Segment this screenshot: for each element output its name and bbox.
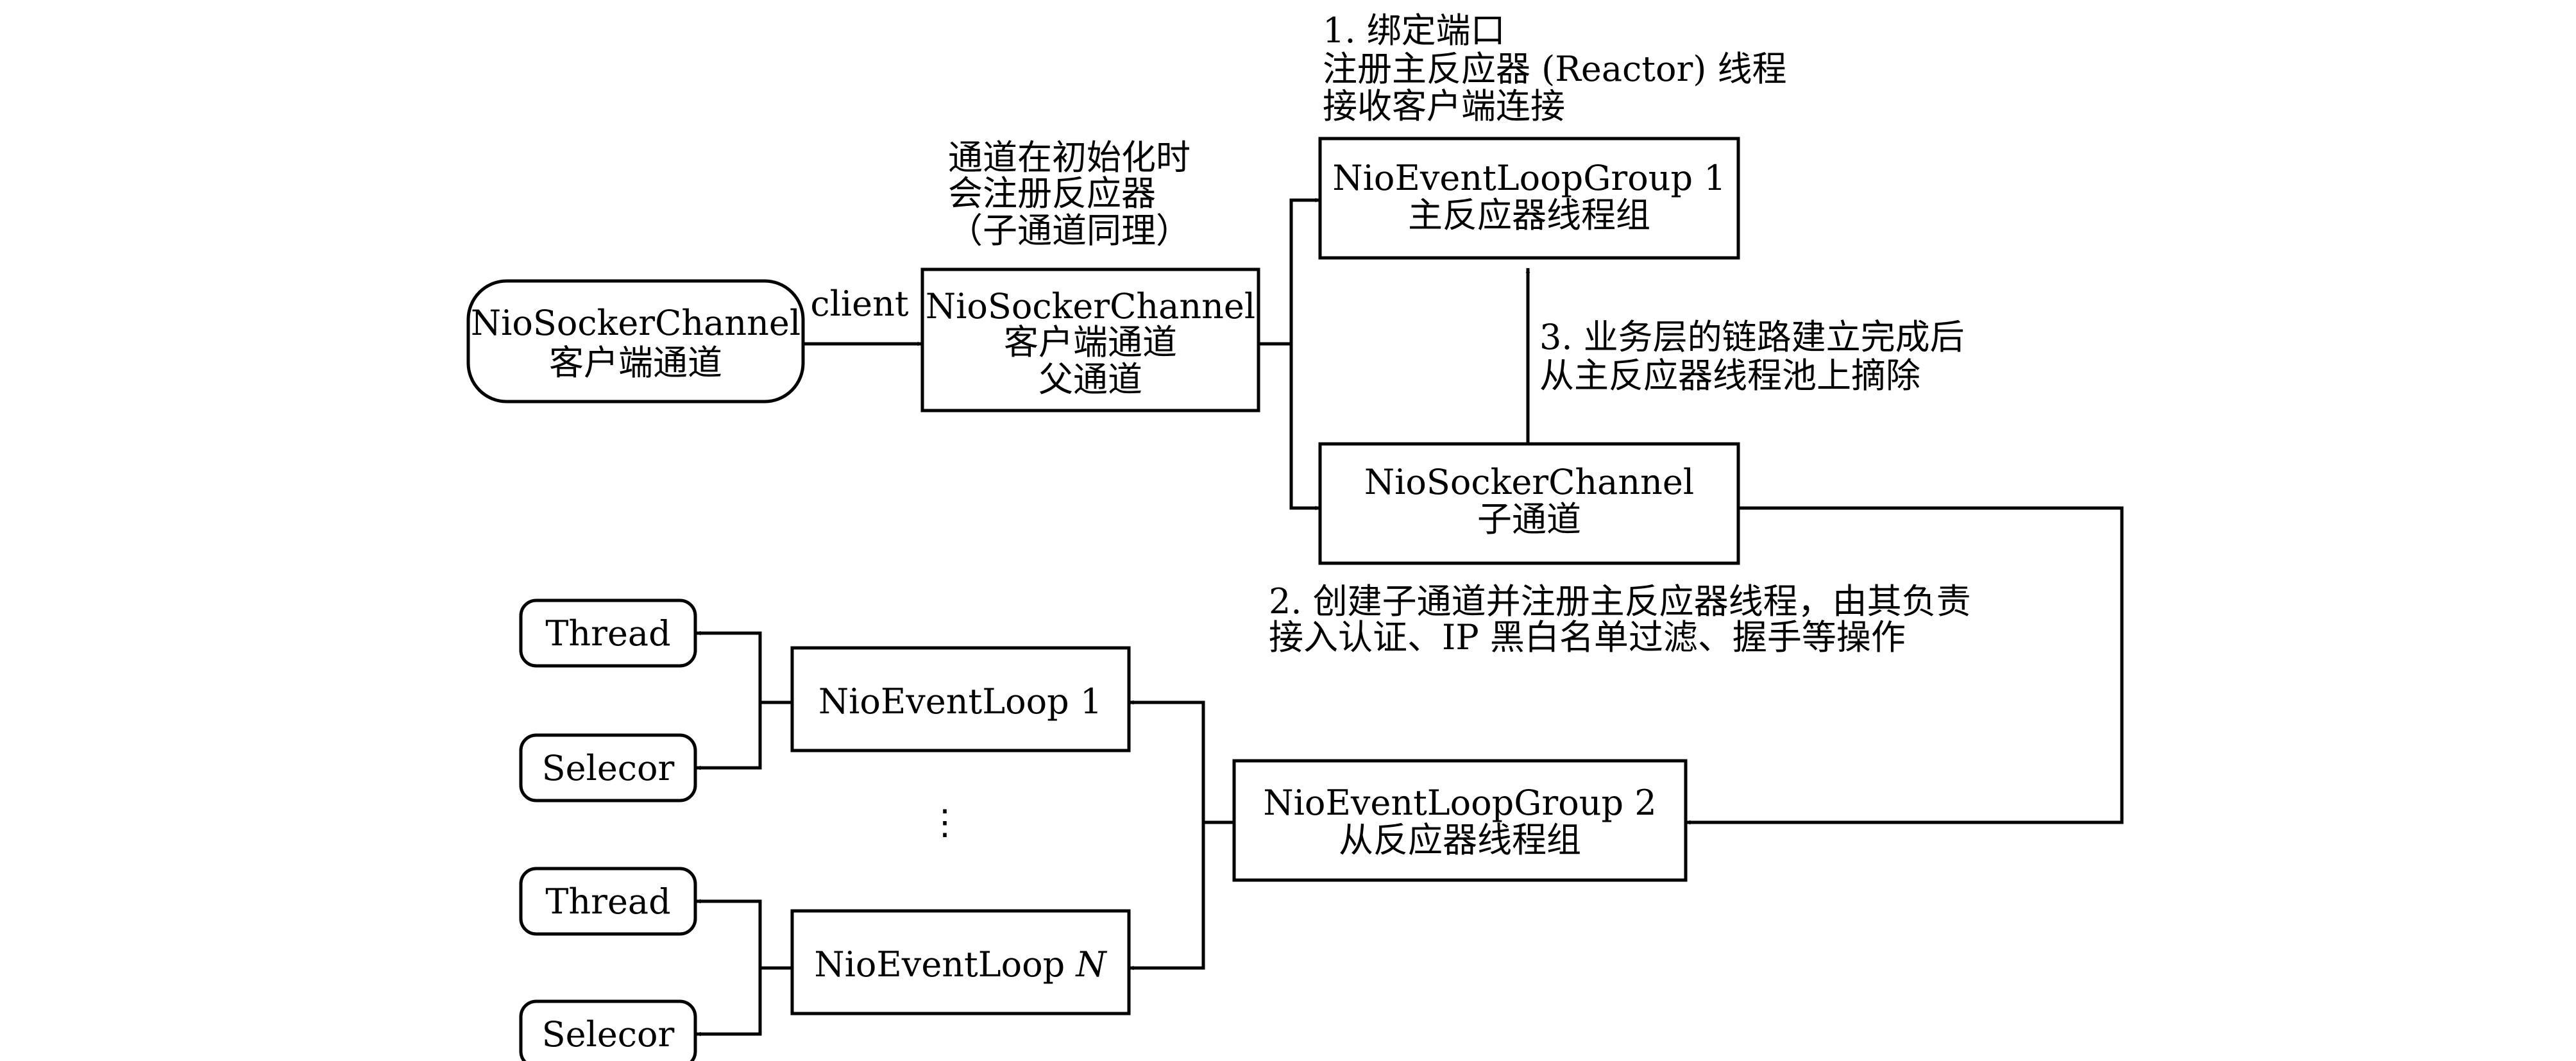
loopN-label: NioEventLoop bbox=[814, 944, 1076, 985]
connectors bbox=[695, 198, 2124, 1037]
channel-init-line2: 会注册反应器 bbox=[948, 173, 1156, 214]
edge-parent-to-child bbox=[1289, 344, 1321, 511]
group2-line2: 从反应器线程组 bbox=[1339, 820, 1581, 860]
node-loopN: NioEventLoop N bbox=[790, 909, 1131, 1015]
selector-1-label: Selecor bbox=[542, 748, 675, 788]
node-thread-1: Thread bbox=[519, 598, 697, 668]
create-child-line2: 接入认证、IP 黑白名单过滤、握手等操作 bbox=[1269, 617, 1906, 658]
group2-line1: NioEventLoopGroup 2 bbox=[1263, 783, 1656, 823]
child-channel-line1: NioSockerChannel bbox=[1364, 462, 1694, 502]
remove-line1: 3. 业务层的链路建立完成后 bbox=[1539, 317, 1965, 357]
bind-port-line2: 注册主反应器 (Reactor) 线程 bbox=[1323, 49, 1787, 89]
annotation-bind-port: 1. 绑定端口 注册主反应器 (Reactor) 线程 接收客户端连接 bbox=[1323, 10, 1787, 126]
bind-port-line1: 1. 绑定端口 bbox=[1323, 10, 1505, 51]
loop1-label: NioEventLoop 1 bbox=[818, 681, 1102, 722]
loop-ellipsis: ⋮ bbox=[928, 802, 962, 842]
group1-line1: NioEventLoopGroup 1 bbox=[1332, 158, 1725, 198]
annotation-channel-init: 通道在初始化时 会注册反应器 （子通道同理） bbox=[948, 137, 1191, 251]
edge-loop1-to-selector bbox=[695, 702, 762, 770]
bind-port-line3: 接收客户端连接 bbox=[1323, 86, 1565, 126]
node-selector-1: Selecor bbox=[519, 733, 697, 802]
thread-1-label: Thread bbox=[545, 613, 670, 654]
edge-group2-to-loopN bbox=[1128, 822, 1205, 971]
node-client-channel: NioSockerChannel 客户端通道 bbox=[466, 279, 805, 403]
parent-channel-line2: 客户端通道 bbox=[1004, 322, 1177, 362]
channel-init-line3: （子通道同理） bbox=[948, 210, 1191, 251]
edge-loop1-to-thread bbox=[695, 631, 762, 702]
edge-parent-to-group1 bbox=[1258, 198, 1321, 346]
edge-loopN-to-thread bbox=[695, 899, 762, 968]
edge-group2-to-loop1 bbox=[1128, 700, 1205, 822]
parent-channel-line3: 父通道 bbox=[1038, 359, 1142, 400]
loopN-suffix: N bbox=[1074, 944, 1107, 985]
node-thread-n: Thread bbox=[519, 867, 697, 936]
child-channel-line2: 子通道 bbox=[1477, 499, 1581, 539]
thread-n-label: Thread bbox=[545, 881, 670, 922]
node-selector-n: Selecor bbox=[519, 999, 697, 1061]
group1-line2: 主反应器线程组 bbox=[1408, 195, 1650, 235]
remove-line2: 从主反应器线程池上摘除 bbox=[1539, 355, 1920, 396]
edge-child-to-group2 bbox=[1685, 506, 2124, 825]
annotation-create-child: 2. 创建子通道并注册主反应器线程，由其负责 接入认证、IP 黑白名单过滤、握手… bbox=[1269, 581, 1971, 658]
edge-loopN-to-selector bbox=[695, 968, 762, 1037]
client-channel-line2: 客户端通道 bbox=[549, 343, 722, 383]
parent-channel-line1: NioSockerChannel bbox=[926, 286, 1255, 327]
node-loop1: NioEventLoop 1 bbox=[790, 646, 1131, 752]
loopN-text: NioEventLoop N bbox=[814, 944, 1107, 985]
selector-n-label: Selecor bbox=[542, 1014, 675, 1055]
node-child-channel: NioSockerChannel 子通道 bbox=[1318, 442, 1740, 565]
create-child-line1: 2. 创建子通道并注册主反应器线程，由其负责 bbox=[1269, 581, 1971, 622]
client-channel-line1: NioSockerChannel bbox=[471, 303, 801, 343]
channel-init-line1: 通道在初始化时 bbox=[948, 137, 1191, 178]
node-parent-channel: NioSockerChannel 客户端通道 父通道 bbox=[920, 267, 1260, 412]
node-group1: NioEventLoopGroup 1 主反应器线程组 bbox=[1318, 137, 1740, 260]
node-group2: NioEventLoopGroup 2 从反应器线程组 bbox=[1232, 759, 1688, 882]
annotation-remove-from-pool: 3. 业务层的链路建立完成后 从主反应器线程池上摘除 bbox=[1539, 317, 1965, 396]
edge-label-client: client bbox=[810, 284, 909, 324]
